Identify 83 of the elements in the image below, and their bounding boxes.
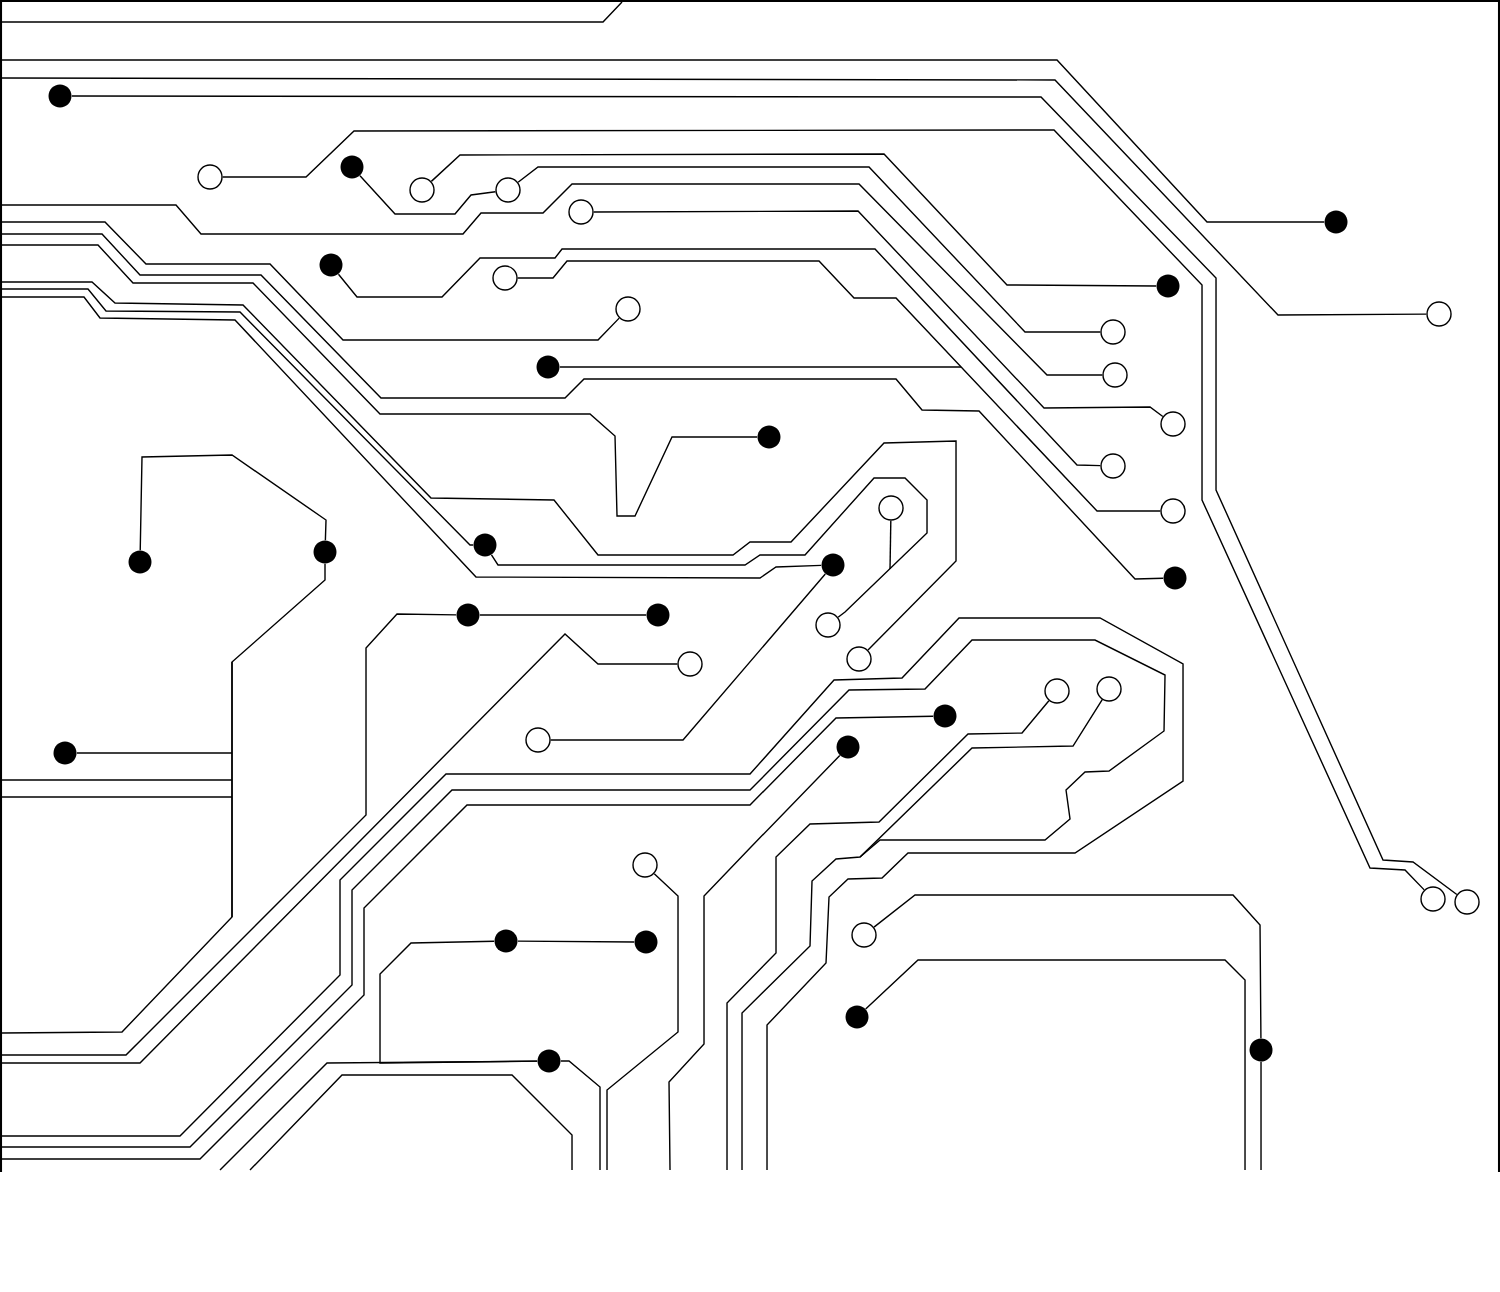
pad-ring [525, 727, 551, 753]
pad-dot [757, 425, 781, 449]
circuit-trace [726, 700, 1050, 1171]
circuit-trace [741, 699, 1103, 1171]
pad-dot [537, 1049, 561, 1073]
pad-dot [933, 704, 957, 728]
pad-dot [821, 553, 845, 577]
circuit-trace [1, 77, 1428, 316]
pad-ring [197, 164, 223, 190]
pad-dot [1249, 1038, 1273, 1062]
pad-ring [878, 495, 904, 521]
pad-ring [495, 177, 521, 203]
pad-dot [836, 735, 860, 759]
pad-ring [1096, 676, 1122, 702]
circuit-trace [337, 248, 1102, 467]
pad-dot [319, 253, 343, 277]
circuit-trace [1, 281, 957, 651]
circuit-trace [1, 233, 1164, 580]
circuit-trace [1, 296, 822, 579]
pad-dot [634, 930, 658, 954]
pad-ring [492, 265, 518, 291]
circuit-trace [668, 754, 841, 1171]
pad-ring [1420, 886, 1446, 912]
pad-dot [494, 929, 518, 953]
pad-dot [1163, 566, 1187, 590]
pad-ring [846, 646, 872, 672]
circuit-trace [479, 614, 647, 616]
circuit-trace [359, 175, 497, 215]
circuit-trace [517, 940, 635, 943]
circuit-trace [1260, 1061, 1262, 1171]
circuit-trace [1, 715, 934, 1160]
pad-dot [473, 533, 497, 557]
circuit-trace [76, 752, 233, 754]
pad-ring [409, 177, 435, 203]
pad-ring [1044, 678, 1070, 704]
circuit-trace [71, 95, 1458, 896]
pad-dot [1324, 210, 1348, 234]
circuit-trace [517, 166, 1101, 333]
circuit-trace [550, 573, 826, 741]
pad-ring [1100, 319, 1126, 345]
pad-ring [815, 612, 841, 638]
circuit-trace [1, 59, 1325, 223]
circuit-trace [490, 477, 928, 618]
pad-dot [646, 603, 670, 627]
pad-dot [53, 741, 77, 765]
circuit-trace [222, 129, 1425, 891]
pad-ring [1426, 301, 1452, 327]
pad-dot [128, 550, 152, 574]
pad-dot [340, 155, 364, 179]
pad-ring [851, 922, 877, 948]
circuit-trace [1, 613, 457, 1056]
circuit-trace [1, 244, 758, 517]
circuit-trace [873, 894, 1262, 1039]
pad-dot [313, 540, 337, 564]
pad-dot [536, 355, 560, 379]
pad-ring [677, 651, 703, 677]
circuit-trace [1, 563, 326, 1034]
pad-ring [1100, 453, 1126, 479]
circuit-trace [864, 959, 1246, 1171]
circuit-trace [517, 260, 1162, 512]
pad-ring [615, 296, 641, 322]
pad-dot [845, 1005, 869, 1029]
pad-ring [1160, 411, 1186, 437]
pad-dot [1156, 274, 1180, 298]
circuit-trace [139, 454, 327, 551]
circuit-trace [430, 153, 1157, 287]
circuit-trace [1, 183, 1104, 376]
circuit-trace [1, 633, 678, 1064]
circuit-trace [559, 366, 962, 368]
circuit-trace [606, 873, 679, 1171]
pad-ring [1160, 498, 1186, 524]
pad-ring [1102, 362, 1128, 388]
pad-dot [48, 84, 72, 108]
circuit-trace [560, 1060, 601, 1171]
pad-ring [568, 199, 594, 225]
circuit-trace [219, 1060, 538, 1171]
circuit-trace [593, 210, 1164, 418]
circuit-trace [889, 520, 892, 570]
circuit-trace [1, 221, 620, 341]
pad-ring [632, 852, 658, 878]
pad-dot [456, 603, 480, 627]
pad-ring [1454, 889, 1480, 915]
circuit-trace [1, 288, 474, 546]
